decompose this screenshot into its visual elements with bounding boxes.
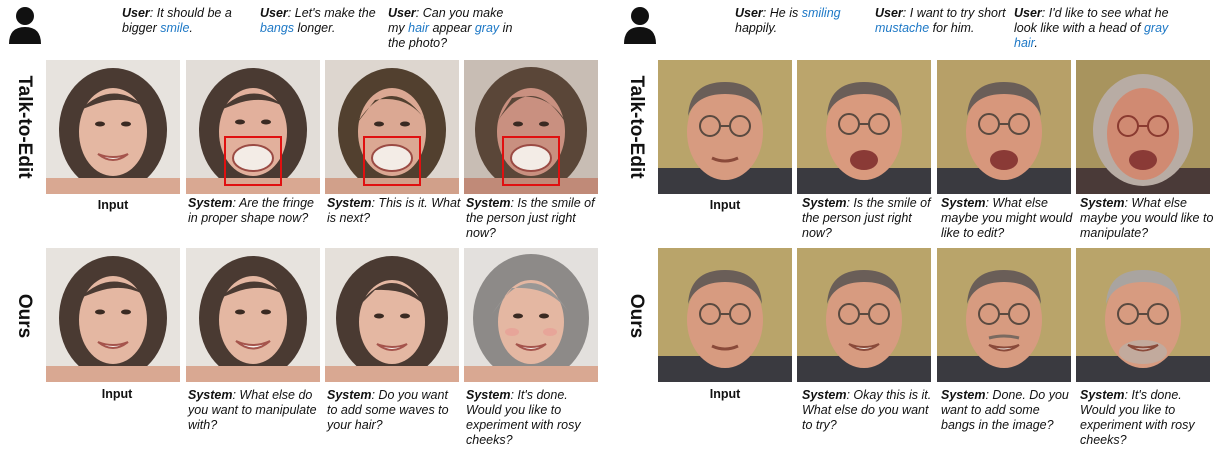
system-reply: System: Done. Do you want to add some ba… bbox=[941, 388, 1069, 432]
ours-result-1 bbox=[186, 248, 320, 382]
system-reply: System: What else maybe you would like t… bbox=[1080, 196, 1214, 240]
system-reply: System: It's done. Would you like to exp… bbox=[1080, 388, 1195, 447]
system-reply: System: This is it. What is next? bbox=[327, 196, 461, 225]
system-reply: System: What else do you want to manipul… bbox=[188, 388, 317, 432]
user-prompt-2: User: Let's make the bangs longer. bbox=[260, 6, 376, 35]
system-reply: System: What else maybe you might would … bbox=[941, 196, 1073, 240]
system-reply: System: Is the smile of the person just … bbox=[466, 196, 595, 240]
user-icon bbox=[624, 7, 656, 44]
talk-to-edit-result-2 bbox=[325, 60, 459, 194]
edit-region-box bbox=[502, 136, 560, 186]
talk-to-edit-man-result-2 bbox=[937, 60, 1071, 194]
row-label-ours: Ours bbox=[626, 293, 647, 339]
input-label: Input bbox=[101, 387, 133, 401]
left-panel: User: It should be a bigger smile. User:… bbox=[0, 0, 600, 459]
talk-to-edit-result-1 bbox=[186, 60, 320, 194]
system-reply: System: Okay this is it. What else do yo… bbox=[802, 388, 932, 432]
edit-region-box bbox=[224, 136, 282, 186]
man-input-image bbox=[658, 60, 792, 194]
ours-result-3 bbox=[464, 248, 598, 382]
user-icon bbox=[9, 7, 41, 44]
row-label-talk-to-edit: Talk-to-Edit bbox=[14, 75, 35, 179]
system-reply: System: Are the fringe in proper shape n… bbox=[188, 196, 315, 225]
input-label: Input bbox=[709, 198, 741, 212]
ours-man-result-2 bbox=[937, 248, 1071, 382]
talk-to-edit-man-result-3 bbox=[1076, 60, 1210, 194]
user-prompt-2: User: I want to try short mustache for h… bbox=[875, 6, 1006, 35]
ours-man-result-3 bbox=[1076, 248, 1210, 382]
ours-result-2 bbox=[325, 248, 459, 382]
user-prompt-1: User: He is smiling happily. bbox=[735, 6, 841, 35]
user-prompt-3: User: I'd like to see what he look like … bbox=[1014, 6, 1169, 50]
talk-to-edit-man-result-1 bbox=[797, 60, 931, 194]
row-label-talk-to-edit: Talk-to-Edit bbox=[626, 75, 647, 179]
input-label: Input bbox=[709, 387, 741, 401]
system-reply: System: It's done. Would you like to exp… bbox=[466, 388, 581, 447]
ours-man-result-1 bbox=[797, 248, 931, 382]
user-prompt-3: User: Can you make my hair appear gray i… bbox=[388, 6, 513, 50]
user-prompt-1: User: It should be a bigger smile. bbox=[122, 6, 232, 35]
woman-input-image bbox=[46, 60, 180, 194]
system-reply: System: Do you want to add some waves to… bbox=[327, 388, 449, 432]
edit-region-box bbox=[363, 136, 421, 186]
woman-input-image bbox=[46, 248, 180, 382]
input-label: Input bbox=[97, 198, 129, 212]
row-label-ours: Ours bbox=[14, 293, 35, 339]
talk-to-edit-result-3 bbox=[464, 60, 598, 194]
system-reply: System: Is the smile of the person just … bbox=[802, 196, 931, 240]
man-input-image bbox=[658, 248, 792, 382]
right-panel: User: He is smiling happily. User: I wan… bbox=[615, 0, 1215, 459]
